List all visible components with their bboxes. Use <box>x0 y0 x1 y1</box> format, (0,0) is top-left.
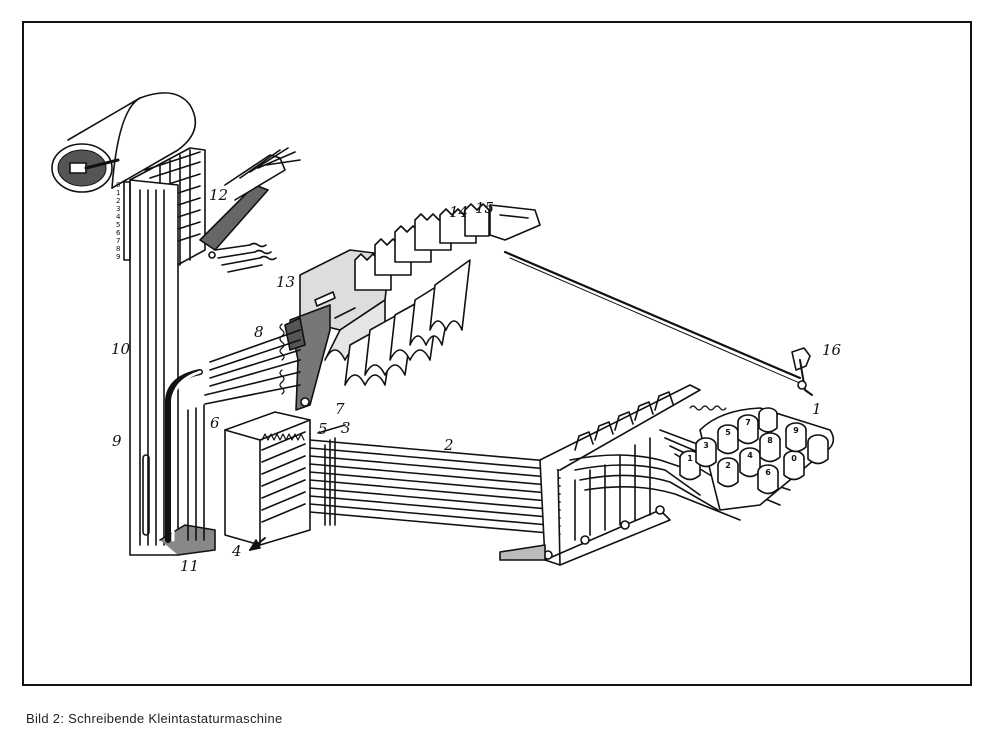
scale-digit: 1 <box>116 189 120 197</box>
part-label-4: 4 <box>231 542 242 560</box>
part-label-8: 8 <box>254 323 264 341</box>
connecting-wires <box>165 329 301 543</box>
scale-digit: 0 <box>116 181 120 189</box>
part-label-9: 9 <box>112 432 122 450</box>
key-spring <box>689 405 727 411</box>
key-lever-frame <box>499 384 701 566</box>
key-label: 8 <box>767 436 773 445</box>
key-label: 5 <box>725 428 731 437</box>
scale-digit: 3 <box>116 205 120 213</box>
key-label: 7 <box>745 418 751 427</box>
part-label-12: 12 <box>209 186 228 204</box>
keys <box>679 407 829 495</box>
part-label-2: 2 <box>443 436 454 454</box>
key-label: 3 <box>703 441 709 450</box>
scale-digit: 2 <box>116 197 120 205</box>
scale-digit: 4 <box>116 213 121 221</box>
key-label: 1 <box>687 454 693 463</box>
part-label-10: 10 <box>111 340 131 358</box>
control-rod-16 <box>503 250 813 396</box>
part-label-5: 5 <box>318 420 328 438</box>
key-number-labels: 1 3 2 5 4 7 6 8 0 9 <box>687 418 799 477</box>
scalloped-plates <box>324 259 471 386</box>
counter-wheels <box>354 203 541 291</box>
key-label: 6 <box>765 468 771 477</box>
part-label-11: 11 <box>180 557 199 575</box>
part-label-7: 7 <box>335 400 345 418</box>
figure-caption: Bild 2: Schreibende Kleintastaturmaschin… <box>26 711 283 726</box>
selector-block-4 <box>224 411 311 551</box>
scale-digit: 5 <box>116 221 120 229</box>
digit-scale <box>123 181 131 261</box>
key-label: 9 <box>793 426 799 435</box>
figure-frame <box>22 21 972 686</box>
scale-digit: 9 <box>116 253 120 261</box>
spring-8 <box>279 323 285 395</box>
key-label: 2 <box>725 461 731 470</box>
part-label-14: 14 <box>449 203 468 221</box>
part-label-6: 6 <box>210 414 220 432</box>
part-label-15: 15 <box>475 199 494 217</box>
part-label-13: 13 <box>276 273 295 291</box>
scale-digit: 8 <box>116 245 120 253</box>
part-label-3: 3 <box>341 419 351 437</box>
scale-digit: 7 <box>116 237 120 245</box>
scale-digit: 6 <box>116 229 121 237</box>
print-drum <box>51 92 197 193</box>
key-label: 4 <box>747 451 753 460</box>
part-label-16: 16 <box>822 341 842 359</box>
key-label: 0 <box>791 454 797 463</box>
typebar-group-12 <box>199 147 301 273</box>
intermediate-levers-2 <box>309 439 561 535</box>
digit-scale-labels: 0 1 2 3 4 5 6 7 8 9 <box>116 181 121 261</box>
part-labels: 1 2 3 4 5 6 7 8 9 10 11 12 13 14 15 16 <box>111 186 842 575</box>
part-label-1: 1 <box>812 400 822 418</box>
